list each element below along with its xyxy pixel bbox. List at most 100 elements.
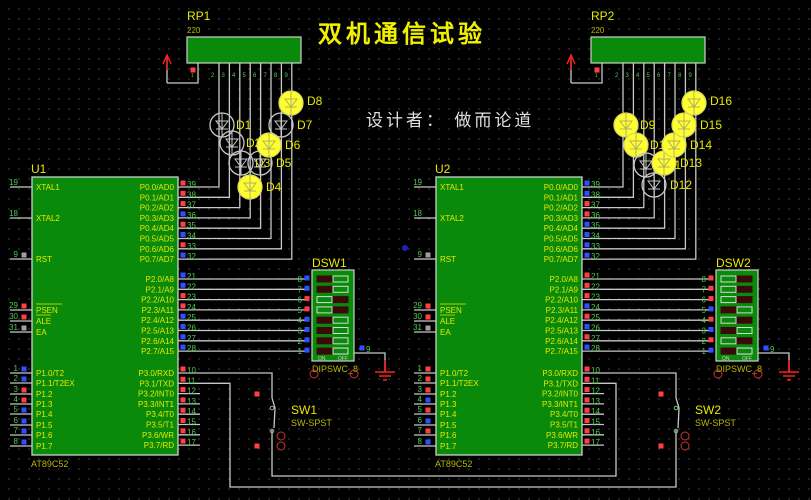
wire	[200, 63, 220, 188]
pin-name: P0.1/AD1	[544, 193, 579, 202]
pin-number: 25	[591, 313, 600, 322]
dip-lever-on[interactable]	[316, 327, 333, 334]
dip-lever-on[interactable]	[316, 275, 333, 283]
resistor-body[interactable]	[590, 36, 706, 64]
dip-lever-off[interactable]	[332, 337, 349, 345]
dip-switch-body[interactable]	[311, 269, 355, 362]
logic-state-indicator	[180, 190, 186, 196]
logic-state-indicator	[21, 387, 27, 393]
logic-state-indicator	[658, 443, 664, 449]
pin-number: 19	[9, 178, 18, 187]
dip-lever-off[interactable]	[332, 316, 349, 324]
led-d4[interactable]: D4	[237, 174, 282, 200]
diode-symbol-icon	[215, 113, 229, 137]
chip-body[interactable]	[31, 176, 179, 456]
components: U1AT89C5219XTAL118XTAL29RST29PSEN30ALE31…	[9, 9, 799, 469]
mcu-chip-u2[interactable]: U2AT89C5219XTAL118XTAL29RST29PSEN30ALE31…	[413, 162, 604, 469]
dip-lever-off[interactable]	[332, 285, 349, 293]
dip-lever-off[interactable]	[332, 347, 349, 355]
dip-lever-off[interactable]	[332, 296, 349, 304]
dip-switch-body[interactable]	[715, 269, 759, 362]
pin-number: 4	[14, 395, 19, 404]
dip-lever-on[interactable]	[316, 306, 333, 314]
dip-lever-off[interactable]	[332, 306, 349, 314]
dip-lever-on[interactable]	[720, 275, 737, 283]
dip-lever-on[interactable]	[317, 348, 332, 354]
dip-lever-on[interactable]	[720, 337, 737, 345]
dip-lever-on[interactable]	[316, 285, 333, 293]
dip-lever-on[interactable]	[720, 306, 737, 314]
pin-name: P0.2/AD2	[544, 204, 579, 213]
dip-lever-on[interactable]	[721, 348, 736, 354]
logic-state-indicator	[21, 314, 27, 320]
mcu-chip-u1[interactable]: U1AT89C5219XTAL118XTAL29RST29PSEN30ALE31…	[9, 162, 200, 469]
dip-lever-off[interactable]	[332, 275, 349, 283]
led-d9[interactable]: D9	[613, 112, 656, 138]
led-d16[interactable]: D16	[681, 90, 732, 116]
pin-number: 22	[591, 282, 600, 291]
switch-ref: SW2	[695, 403, 721, 417]
dip-lever-off[interactable]	[332, 327, 349, 334]
logic-state-indicator	[708, 285, 714, 291]
dip-lever-off[interactable]	[736, 347, 753, 355]
chip-body[interactable]	[435, 176, 583, 456]
led-d15[interactable]: D15	[671, 112, 722, 138]
dip-lever-off[interactable]	[736, 306, 753, 314]
wire	[200, 63, 241, 209]
logic-state-indicator	[584, 313, 590, 319]
probe-marker-icon	[680, 431, 690, 441]
dip-lever-on[interactable]	[316, 296, 333, 304]
logic-state-indicator	[304, 275, 310, 281]
switch-ref: SW1	[291, 403, 317, 417]
pin-number: 9	[689, 73, 693, 79]
pin-number: 33	[591, 242, 600, 251]
led-d2[interactable]: D2	[219, 130, 262, 156]
logic-state-indicator	[584, 428, 590, 434]
dip-lever-off[interactable]	[736, 316, 753, 324]
logic-state-indicator	[180, 221, 186, 227]
pin-name: P1.7	[440, 442, 457, 451]
led-d1[interactable]: D1	[209, 112, 252, 138]
pin-name: P3.4/T0	[146, 410, 175, 419]
dip-lever-off[interactable]	[736, 285, 753, 293]
dip-lever-off[interactable]	[736, 337, 753, 345]
led-d7[interactable]: D7	[268, 112, 313, 138]
logic-state-indicator	[180, 407, 186, 413]
dip-lever-off[interactable]	[736, 275, 753, 283]
led-d6[interactable]: D6	[256, 132, 301, 158]
dip-lever-off[interactable]	[736, 327, 753, 334]
pin-number: 15	[591, 418, 600, 427]
logic-state-indicator	[180, 366, 186, 372]
led-d8[interactable]: D8	[278, 90, 323, 116]
dip-lever-on[interactable]	[316, 316, 333, 324]
dip-lever-on[interactable]	[316, 337, 333, 345]
led-d14[interactable]: D14	[661, 132, 712, 158]
dip-lever-off[interactable]	[736, 296, 753, 304]
dip-lever-on[interactable]	[720, 296, 737, 304]
pin-number: 39	[591, 180, 600, 189]
pin-name: P1.5	[440, 421, 457, 430]
dip-lever-on[interactable]	[720, 285, 737, 293]
wire	[604, 63, 635, 198]
pin-number: 1	[14, 364, 19, 373]
pin-name: P3.0/RXD	[138, 369, 174, 378]
pin-name: P1.0/T2	[36, 369, 65, 378]
pin-number: 7	[298, 285, 303, 294]
diode-symbol-icon	[687, 91, 701, 115]
pin-name: PSEN	[440, 306, 462, 315]
dip-lever-on[interactable]	[720, 327, 737, 334]
led-d12[interactable]: D12	[641, 172, 692, 198]
pin-number: 1	[702, 347, 707, 356]
dip-lever-on[interactable]	[720, 316, 737, 324]
pin-name: P0.7/AD7	[544, 255, 579, 264]
resistor-body[interactable]	[186, 36, 302, 64]
pin-number: 26	[591, 324, 600, 333]
logic-state-indicator	[708, 275, 714, 281]
